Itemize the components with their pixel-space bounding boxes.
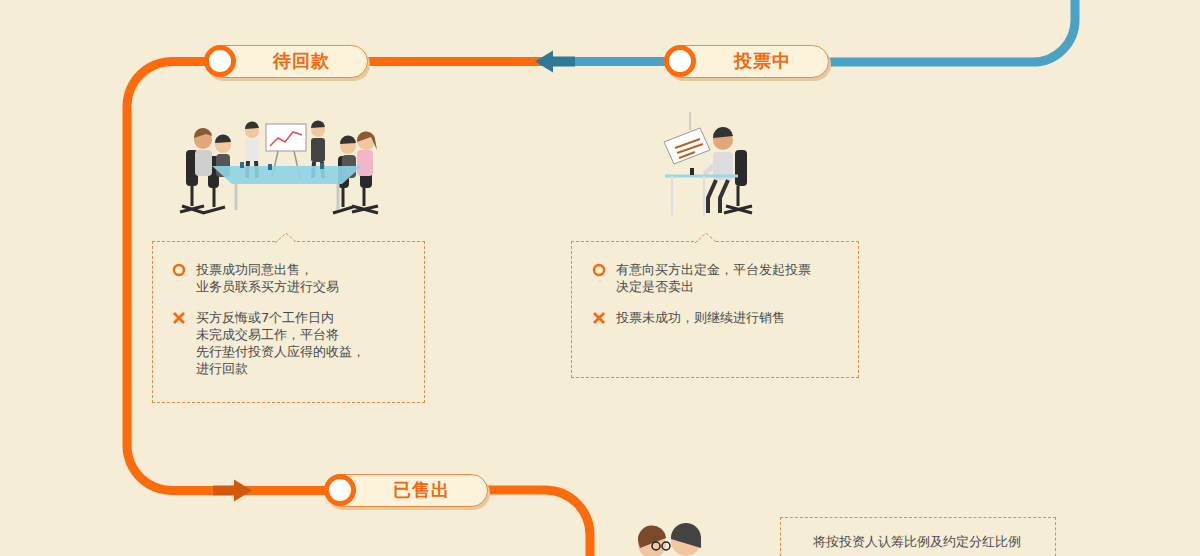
chair-base <box>352 188 378 213</box>
bullet-circle-shape <box>594 265 604 275</box>
bullet-cross-shape <box>594 313 604 323</box>
note-box: 将按投资人认筹比例及约定分红比例 <box>780 517 1056 556</box>
desk-illustration <box>664 112 752 215</box>
person-hair <box>340 135 356 144</box>
bullet-cross-shape <box>174 313 184 323</box>
note-box: 有意向买方出定金，平台发起投票 决定是否卖出投票未成功，则继续进行销售 <box>571 241 859 378</box>
cup <box>320 163 324 169</box>
chair-base <box>203 188 225 213</box>
notch-fill <box>276 233 296 243</box>
person-hair <box>671 523 701 548</box>
status-label: 已售出 <box>326 475 487 505</box>
person-body <box>311 138 325 162</box>
person-legs <box>708 180 728 213</box>
person-body <box>245 139 259 161</box>
status-pill: 待回款 <box>205 45 368 78</box>
callout-notch <box>275 232 297 244</box>
meeting-illustration <box>180 120 378 213</box>
chair-base <box>724 186 752 213</box>
person-body <box>357 150 373 176</box>
bullet-cross <box>592 311 606 325</box>
paper-scribble <box>675 139 703 158</box>
desk-leg <box>671 176 673 215</box>
status-label: 待回款 <box>206 46 367 76</box>
chair-base <box>180 186 204 213</box>
note-text: 投票未成功，则继续进行销售 <box>616 309 846 326</box>
arrowhead <box>234 480 252 502</box>
callout-notch <box>695 232 717 244</box>
chair-base <box>333 188 353 213</box>
list-item: 将按投资人认筹比例及约定分红比例 <box>813 533 1055 550</box>
desk-leg <box>703 176 705 215</box>
person-hair <box>713 127 733 138</box>
chair <box>735 150 747 186</box>
desk-top <box>665 175 738 178</box>
notch-outline <box>695 233 717 243</box>
cup <box>240 162 244 168</box>
bullet-circle <box>592 263 606 277</box>
note-text: 买方反悔或7个工作日内 未完成交易工作，平台将 先行垫付投资人应得的收益， 进行… <box>196 309 396 377</box>
glasses <box>652 542 660 550</box>
whiteboard-chart <box>270 132 302 146</box>
status-pill: 投票中 <box>665 45 829 78</box>
person-hair <box>215 134 231 143</box>
table-leg <box>337 184 340 210</box>
status-pill: 已售出 <box>325 474 488 507</box>
person-hair <box>194 128 212 138</box>
note-box: 投票成功同意出售， 业务员联系买方进行交易买方反悔或7个工作日内 未完成交易工作… <box>152 241 425 403</box>
paper-sheet <box>664 128 710 164</box>
flow-connector <box>368 51 665 73</box>
table-leg <box>235 184 238 210</box>
person-arm <box>704 164 716 174</box>
cup <box>268 164 272 170</box>
pill-ring <box>204 45 236 77</box>
status-label: 投票中 <box>666 46 828 76</box>
pill-ring <box>324 474 356 506</box>
person-hair <box>245 121 259 129</box>
track-line <box>815 0 1075 62</box>
hanging-string <box>690 112 691 130</box>
arrow-shaft <box>553 57 575 67</box>
notch-fill <box>696 233 716 243</box>
note-text: 投票成功同意出售， 业务员联系买方进行交易 <box>196 261 396 295</box>
list-item: 有意向买方出定金，平台发起投票 决定是否卖出 <box>616 261 858 295</box>
list-item: 投票成功同意出售， 业务员联系买方进行交易 <box>196 261 424 295</box>
connector-path <box>368 57 665 66</box>
whiteboard <box>266 124 306 151</box>
person-body <box>195 150 212 176</box>
faces-illustration <box>638 523 701 556</box>
cup <box>690 168 694 175</box>
glasses <box>662 542 670 550</box>
notch-outline <box>275 233 297 243</box>
bullet-cross <box>172 311 186 325</box>
list-item: 买方反悔或7个工作日内 未完成交易工作，平台将 先行垫付投资人应得的收益， 进行… <box>196 309 424 377</box>
arrowhead <box>535 51 553 73</box>
pill-ring <box>664 45 696 77</box>
track-line <box>473 490 590 556</box>
person-hair <box>311 120 325 128</box>
bullet-circle <box>172 263 186 277</box>
meeting-table <box>212 166 362 184</box>
note-text: 将按投资人认筹比例及约定分红比例 <box>813 533 1043 550</box>
note-text: 有意向买方出定金，平台发起投票 决定是否卖出 <box>616 261 846 295</box>
arrow-shaft <box>213 486 234 496</box>
list-item: 投票未成功，则继续进行销售 <box>616 309 858 326</box>
person-hair <box>357 131 377 150</box>
bullet-circle-shape <box>174 265 184 275</box>
